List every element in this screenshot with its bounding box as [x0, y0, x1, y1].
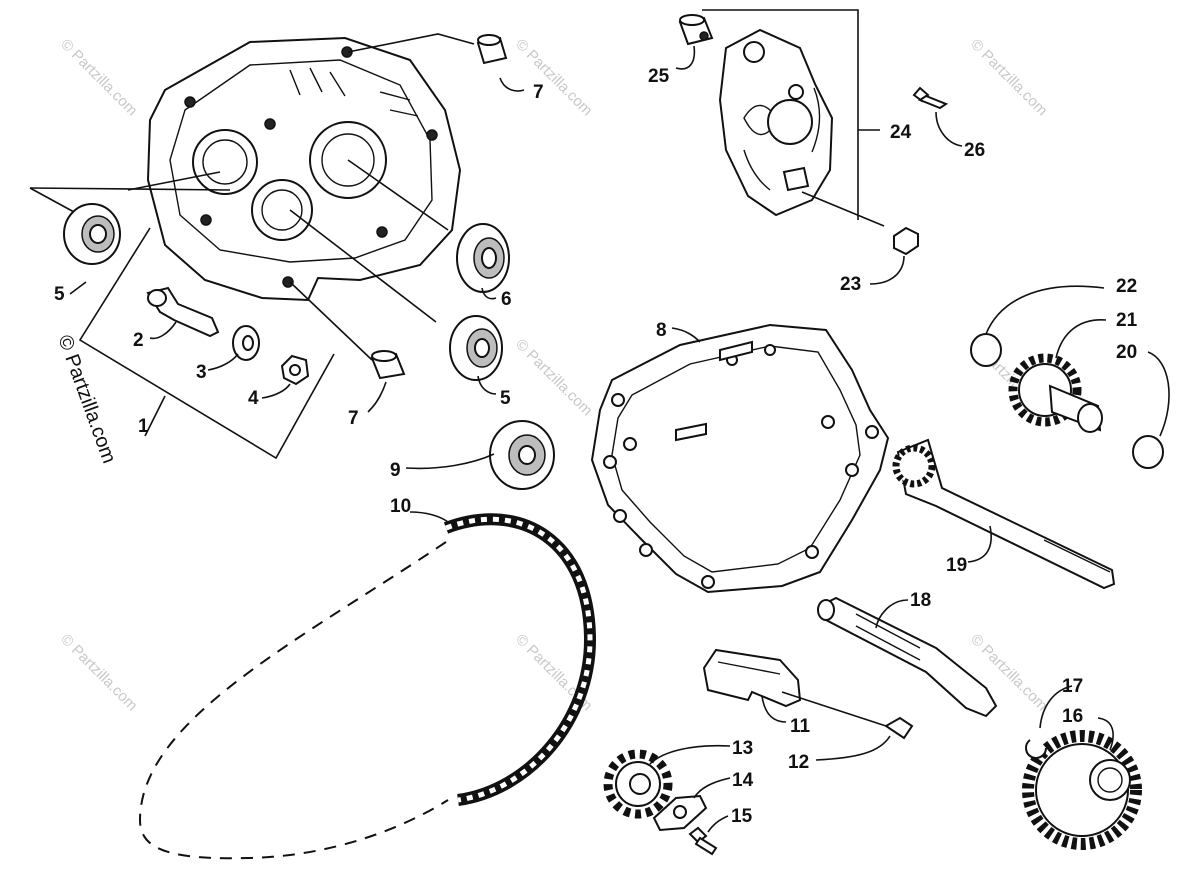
washer-20: [1132, 435, 1164, 469]
callout-23: 23: [840, 274, 861, 295]
bolt-26: [912, 86, 949, 110]
circlip-17: [1025, 739, 1047, 759]
shaft-19: [892, 438, 1116, 590]
gear-16: [1022, 730, 1142, 850]
bearing-5-left: [63, 203, 121, 265]
watermark: © Partzilla.com: [967, 36, 1050, 119]
callout-26: 26: [964, 140, 985, 161]
watermark: © Partzilla.com: [512, 336, 595, 419]
shaft-18: [817, 596, 998, 718]
callout-22: 22: [1116, 276, 1137, 297]
callout-20: 20: [1116, 342, 1137, 363]
washer-3: [232, 325, 260, 361]
watermark: © Partzilla.com: [57, 631, 140, 714]
lock-plate-14: [652, 794, 708, 832]
callout-5-left: 5: [54, 284, 65, 305]
callout-4: 4: [248, 388, 259, 409]
callout-9: 9: [390, 460, 401, 481]
callout-2: 2: [133, 330, 144, 351]
bearing-6: [456, 223, 510, 293]
callout-19: 19: [946, 555, 967, 576]
callout-6: 6: [501, 289, 512, 310]
bearing-9: [489, 420, 555, 490]
crankcase-cover: [146, 36, 462, 302]
callout-13: 13: [732, 738, 753, 759]
gear-21: [1008, 353, 1103, 433]
callout-7-bottom: 7: [348, 408, 359, 429]
callout-1: 1: [138, 416, 149, 437]
callout-12: 12: [788, 752, 809, 773]
callout-17: 17: [1062, 676, 1083, 697]
callout-5-right: 5: [500, 388, 511, 409]
callout-14: 14: [732, 770, 754, 791]
sprocket-13: [603, 749, 673, 819]
callout-15: 15: [731, 806, 753, 827]
bearing-5-right: [449, 315, 503, 381]
dowel-pin-bottom: [370, 350, 406, 380]
gasket-8: [590, 323, 890, 594]
callout-8: 8: [656, 320, 667, 341]
watermark: © Partzilla.com: [512, 36, 595, 119]
callout-labels: 1 2 3 4 5 5 6 7 7 8 9 10 11 12 13 14 15 …: [54, 66, 1138, 827]
callout-25: 25: [648, 66, 670, 87]
callout-11: 11: [790, 716, 811, 737]
nut-4: [280, 354, 310, 386]
callout-24: 24: [890, 122, 912, 143]
pin-on-plate: [782, 166, 810, 192]
dowel-pin-top: [476, 34, 508, 65]
bolt-15: [688, 826, 718, 856]
screw-12: [884, 716, 914, 740]
drive-chain-10: [138, 513, 597, 860]
collar-25: [678, 14, 714, 46]
callout-18: 18: [910, 590, 931, 611]
callout-10: 10: [390, 496, 411, 517]
washer-22: [970, 333, 1002, 367]
plate-24: [718, 28, 834, 217]
watermark-main: © Partzilla.com: [53, 332, 120, 466]
watermark: © Partzilla.com: [57, 36, 140, 119]
stud-2: [146, 286, 220, 338]
nut-23: [893, 226, 919, 256]
chain-guide-11: [702, 648, 802, 708]
callout-16: 16: [1062, 706, 1083, 727]
callout-21: 21: [1116, 310, 1138, 331]
callout-7-top: 7: [533, 82, 544, 103]
leader-lines: [29, 9, 1170, 833]
callout-3: 3: [196, 362, 207, 383]
